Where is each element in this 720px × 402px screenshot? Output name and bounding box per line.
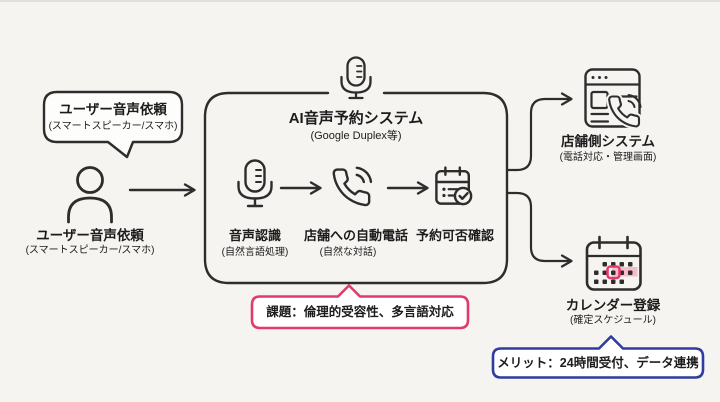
merit-callout-text: メリット：24時間受付、データ連携 xyxy=(497,356,699,370)
browser-phone-icon xyxy=(584,68,643,130)
issue-callout-text: 課題：倫理的受容性、多言語対応 xyxy=(266,305,454,319)
arrow-user-to-system xyxy=(128,183,196,197)
calendar-check-icon xyxy=(435,166,473,206)
person-icon xyxy=(67,166,113,224)
issue-callout-bubble xyxy=(250,284,470,330)
speech-bubble-subtitle: (スマートスピーカー/スマホ) xyxy=(48,121,178,132)
arrow-system-to-calendar xyxy=(505,191,573,268)
phone-call-icon xyxy=(332,166,373,207)
calendar-highlighted-date xyxy=(606,265,621,280)
calendar-highlight-icon xyxy=(585,235,642,291)
user-label: ユーザー音声依頼 xyxy=(36,228,144,243)
user-sublabel: (スマートスピーカー/スマホ) xyxy=(25,245,155,256)
step2-sublabel: (自然な対話) xyxy=(319,247,377,258)
calendar-registration-sublabel: (確定スケジュール) xyxy=(570,315,656,326)
merit-callout-bubble xyxy=(491,335,705,379)
system-box-outline xyxy=(203,91,509,285)
step2-label: 店舗への自動電話 xyxy=(303,228,409,243)
top-edge-line xyxy=(0,0,720,2)
system-box-title: AI音声予約システム xyxy=(288,110,424,127)
step3-label: 予約可否確認 xyxy=(415,228,495,243)
microphone-icon xyxy=(340,56,372,100)
arrow-step1-step2 xyxy=(279,181,322,195)
arrow-system-to-shop xyxy=(505,92,573,172)
system-box-subtitle: (Google Duplex等) xyxy=(310,130,402,142)
microphone-icon xyxy=(237,159,273,208)
shop-system-sublabel: (電話対応・管理画面) xyxy=(559,152,657,163)
speech-bubble-title: ユーザー音声依頼 xyxy=(59,102,167,117)
speech-bubble xyxy=(42,90,184,159)
arrow-step2-step3 xyxy=(386,181,429,195)
step1-sublabel: (自然言語処理) xyxy=(221,247,289,258)
step1-label: 音声認識 xyxy=(228,228,282,243)
calendar-date-dots xyxy=(594,262,633,284)
calendar-registration-label: カレンダー登録 xyxy=(565,298,661,313)
shop-system-label: 店舗側システム xyxy=(560,134,656,149)
